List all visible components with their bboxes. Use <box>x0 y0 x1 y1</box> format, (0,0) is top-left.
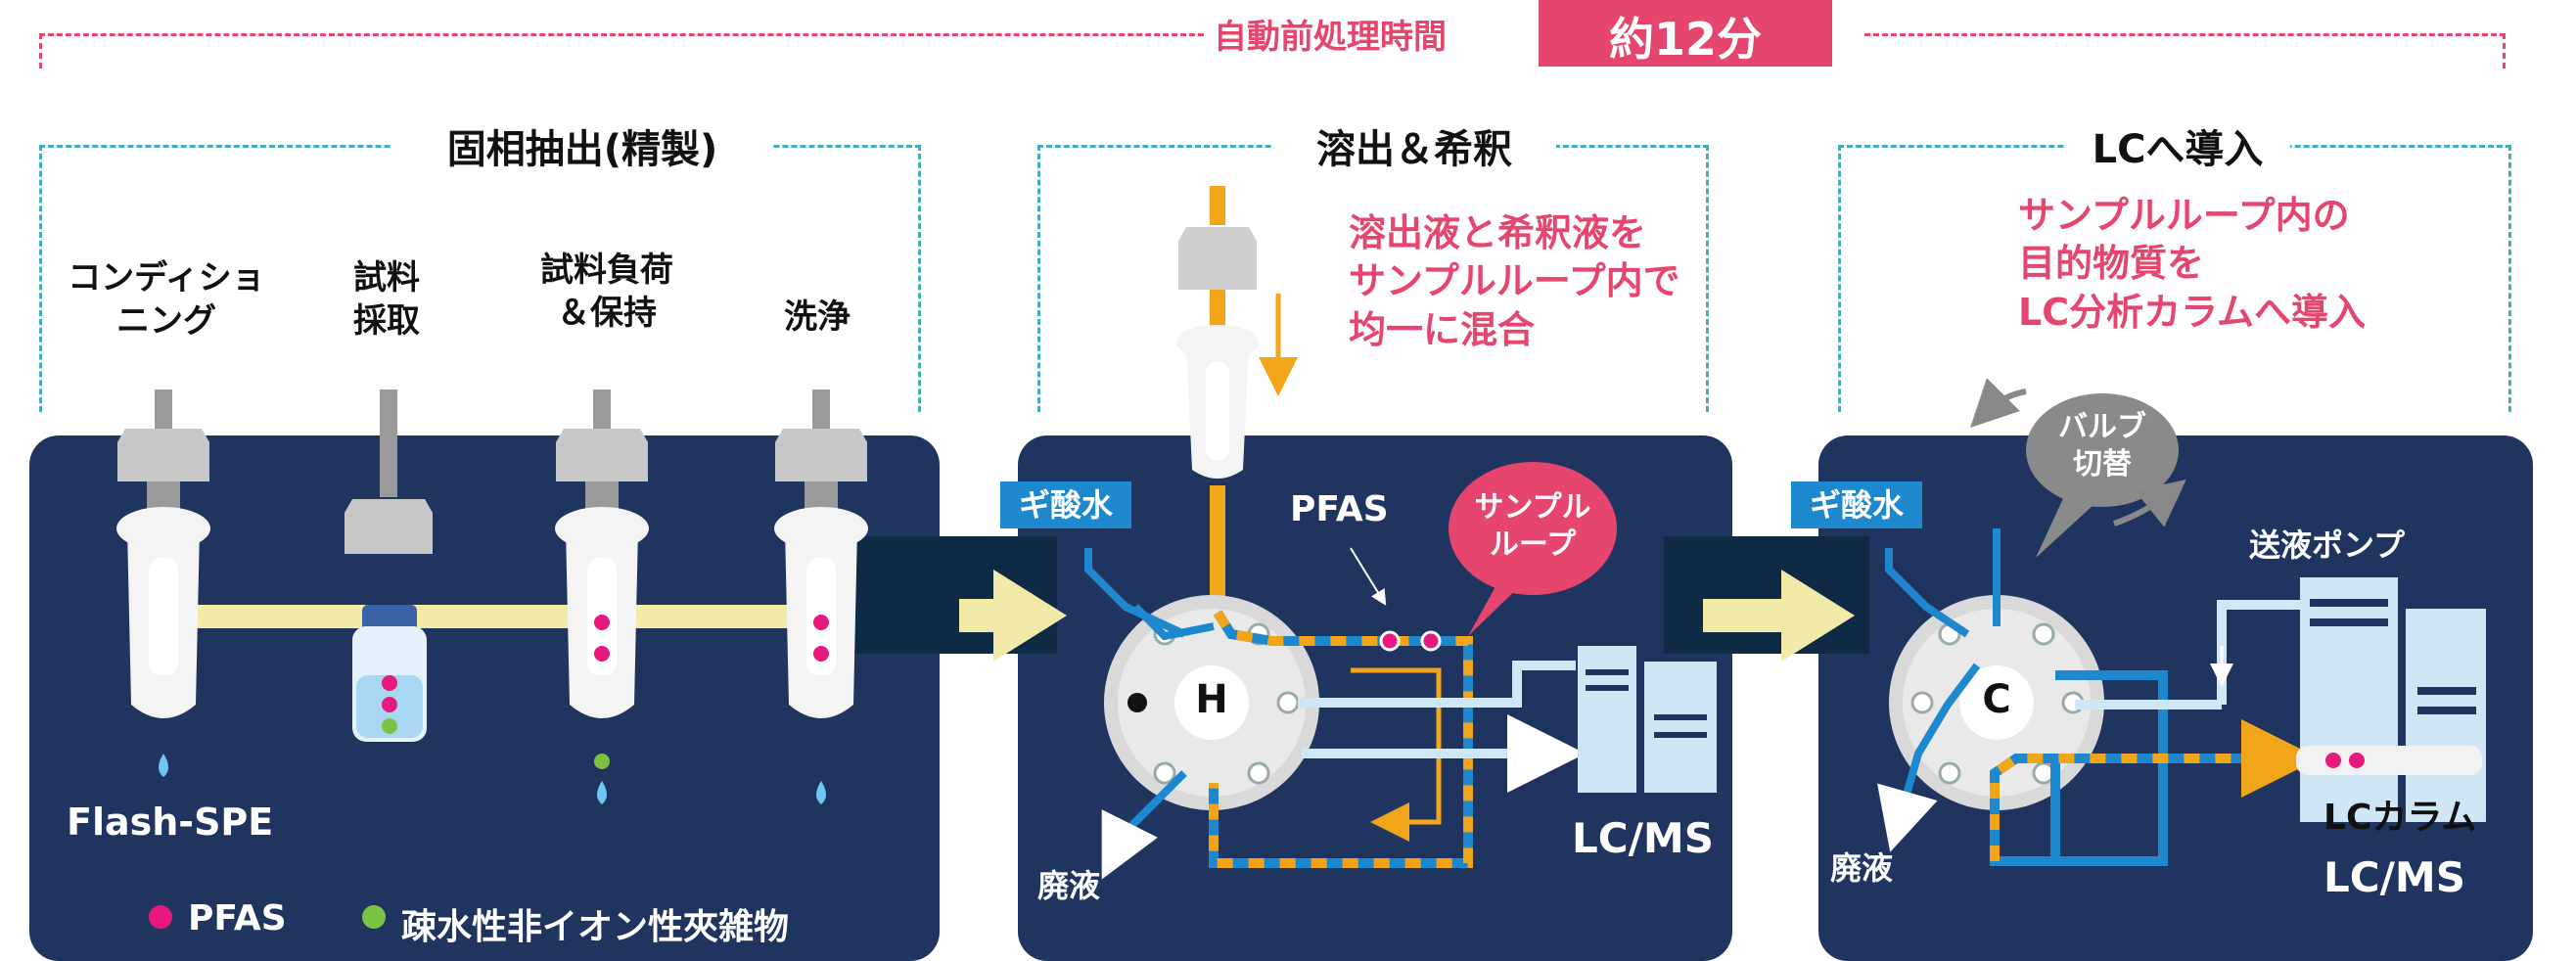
waste-label-c: 廃液 <box>1830 849 1894 887</box>
section-title-elution: 溶出＆希釈 <box>1272 117 1556 174</box>
spe-cartridge-4 <box>774 389 868 804</box>
formic-water-tag-h: ギ酸水 <box>1000 481 1131 528</box>
section-title-spe: 固相抽出(精製) <box>391 117 773 174</box>
time-badge <box>1539 0 1832 67</box>
legend-pfas-label: PFAS <box>188 898 287 938</box>
lc-column-label: LCカラム <box>2323 798 2477 838</box>
header-dashed-line-left <box>39 33 1204 36</box>
elution-syringe <box>1176 186 1259 613</box>
valve-c-label: C <box>1982 677 2011 722</box>
waste-label-h: 廃液 <box>1037 867 1101 904</box>
pfas-dot <box>813 615 829 630</box>
pfas-in-loop <box>1379 630 1401 652</box>
to-lcms-light <box>1298 661 1576 708</box>
transition-arrow-2 <box>1664 536 1869 662</box>
pump-label: 送液ポンプ <box>2249 526 2406 564</box>
to-column-line-orange <box>1990 754 2251 861</box>
pfas-in-loop <box>1420 630 1442 652</box>
formic-water-tag-c: ギ酸水 <box>1791 481 1922 528</box>
rotate-arrow-left <box>1970 378 2027 428</box>
pfas-pointer <box>1350 547 1387 606</box>
step-wash: 洗浄 <box>784 297 851 337</box>
header-dashed-line-right <box>1864 33 2506 36</box>
time-badge-text: 約12分 <box>1608 13 1762 66</box>
step-conditioning: コンディショ ニング <box>68 258 265 342</box>
pump-line-c <box>2217 600 2300 705</box>
lcms-label-c: LC/MS <box>2323 853 2465 901</box>
legend-pfas-dot <box>149 905 172 929</box>
waste-line-h <box>1101 770 1187 880</box>
impurity-dot <box>594 754 610 769</box>
header-tick-left <box>39 33 42 69</box>
lcms-instrument-h <box>1578 646 1717 793</box>
rotate-arrow-right <box>2113 480 2186 527</box>
sample-loop-bubble <box>1449 462 1617 636</box>
loop-line-h-orange <box>1209 610 1473 868</box>
lcms-instrument-c <box>2300 577 2486 822</box>
formic-to-center-h <box>1132 604 1215 641</box>
pfas-dot <box>382 697 397 712</box>
lc-note: サンプルループ内の 目的物質を LC分析カラムへ導入 <box>2018 194 2366 334</box>
header-tick-right <box>2503 33 2506 69</box>
spe-cartridge-3 <box>555 389 649 804</box>
elution-inner-orange <box>1351 667 1442 842</box>
elution-note: 溶出液と希釈液を サンプルループ内で 均一に混合 <box>1349 211 1680 351</box>
transition-arrow-1 <box>851 536 1067 662</box>
sample-loop-label: サンプル ループ <box>1474 490 1591 562</box>
flash-spe-label: Flash-SPE <box>67 801 274 844</box>
lc-column <box>2296 746 2482 775</box>
legend-impurity-label: 疎水性非イオン性夾雑物 <box>401 907 790 947</box>
section-title-lc: LCへ導入 <box>2065 117 2290 174</box>
valve-h-label: H <box>1195 677 1228 722</box>
pfas-dot <box>594 615 610 630</box>
loop-line-c-2 <box>1995 670 2168 866</box>
step-load-hold: 試料負荷 ＆保持 <box>540 251 673 334</box>
step-sample-collection: 試料 採取 <box>353 258 420 342</box>
pfas-label-h: PFAS <box>1290 489 1389 529</box>
formic-water-line-h <box>1084 548 1186 638</box>
valve-switch-bubble <box>2026 393 2179 558</box>
spe-cartridge-1 <box>116 389 210 777</box>
legend-impurity-dot <box>362 905 386 929</box>
process-time-label: 自動前処理時間 <box>1214 18 1447 57</box>
pfas-dot <box>594 646 610 662</box>
lcms-label-h: LC/MS <box>1572 814 1714 862</box>
valve-switch-label: バルブ 切替 <box>2058 410 2146 481</box>
impurity-dot <box>382 718 397 734</box>
pfas-dot <box>382 675 397 691</box>
formic-water-line-c <box>1885 548 1970 638</box>
pfas-dot <box>813 646 829 662</box>
valve-h <box>1104 595 1319 810</box>
waste-line-c <box>1877 663 1981 852</box>
